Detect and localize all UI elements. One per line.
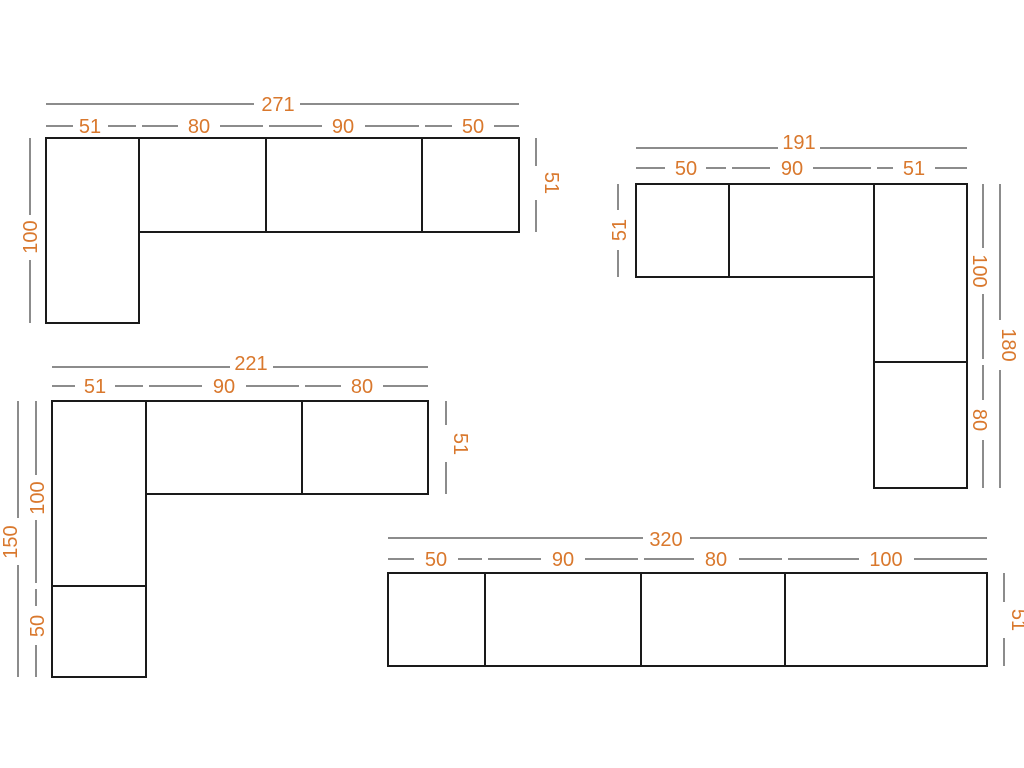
dimension-height: 51	[609, 219, 631, 241]
module-90	[728, 183, 875, 278]
dimension-height: 80	[968, 409, 990, 431]
module-50	[635, 183, 730, 278]
dimension-segment: 80	[705, 549, 727, 571]
dimension-segment: 51	[79, 116, 101, 138]
dimension-segment: 51	[84, 376, 106, 398]
dimension-segment: 50	[462, 116, 484, 138]
dimension-height: 100	[27, 481, 49, 514]
module-90	[265, 137, 423, 233]
dimension-segment: 80	[188, 116, 210, 138]
dimension-height: 51	[1007, 609, 1024, 631]
dimension-height: 100	[968, 254, 990, 287]
dimension-height: 51	[449, 433, 471, 455]
dimension-height: 50	[27, 615, 49, 637]
layout-top-right: 191 50 90 51 51 100 80 180	[609, 132, 1019, 489]
layout-bottom-left: 221 51 90 80 51 150 100 50	[0, 353, 471, 678]
module-80	[301, 400, 429, 495]
dimension-height: 51	[540, 172, 562, 194]
module-90	[145, 400, 303, 495]
dimension-segment: 50	[675, 158, 697, 180]
module-50	[387, 572, 486, 667]
module-50	[421, 137, 520, 233]
dimension-segment: 90	[781, 158, 803, 180]
dimension-segment: 90	[332, 116, 354, 138]
dimension-total-height: 180	[997, 328, 1019, 361]
dimension-segment: 90	[213, 376, 235, 398]
module-corner-column-upper	[51, 400, 147, 587]
dimension-segment: 90	[552, 549, 574, 571]
dimension-total-height: 150	[0, 525, 22, 558]
module-80	[640, 572, 786, 667]
dimension-total-width: 320	[649, 529, 682, 551]
module-corner-column	[45, 137, 140, 324]
module-100	[784, 572, 988, 667]
dimension-segment: 51	[903, 158, 925, 180]
dimension-height: 100	[20, 220, 42, 253]
layout-top-left: 271 51 80 90 50 100 51	[20, 94, 562, 324]
dimension-total-width: 221	[234, 353, 267, 375]
layout-bottom-right: 320 50 90 80 100 51	[387, 529, 1024, 667]
module-corner-column-upper	[873, 183, 968, 363]
dimension-total-width: 191	[782, 132, 815, 154]
module-90	[484, 572, 642, 667]
dimension-total-width: 271	[261, 94, 294, 116]
module-corner-column-lower	[51, 585, 147, 678]
module-corner-column-lower	[873, 361, 968, 489]
dimension-segment: 50	[425, 549, 447, 571]
dimension-segment: 100	[869, 549, 902, 571]
dimension-segment: 80	[351, 376, 373, 398]
module-80	[138, 137, 267, 233]
